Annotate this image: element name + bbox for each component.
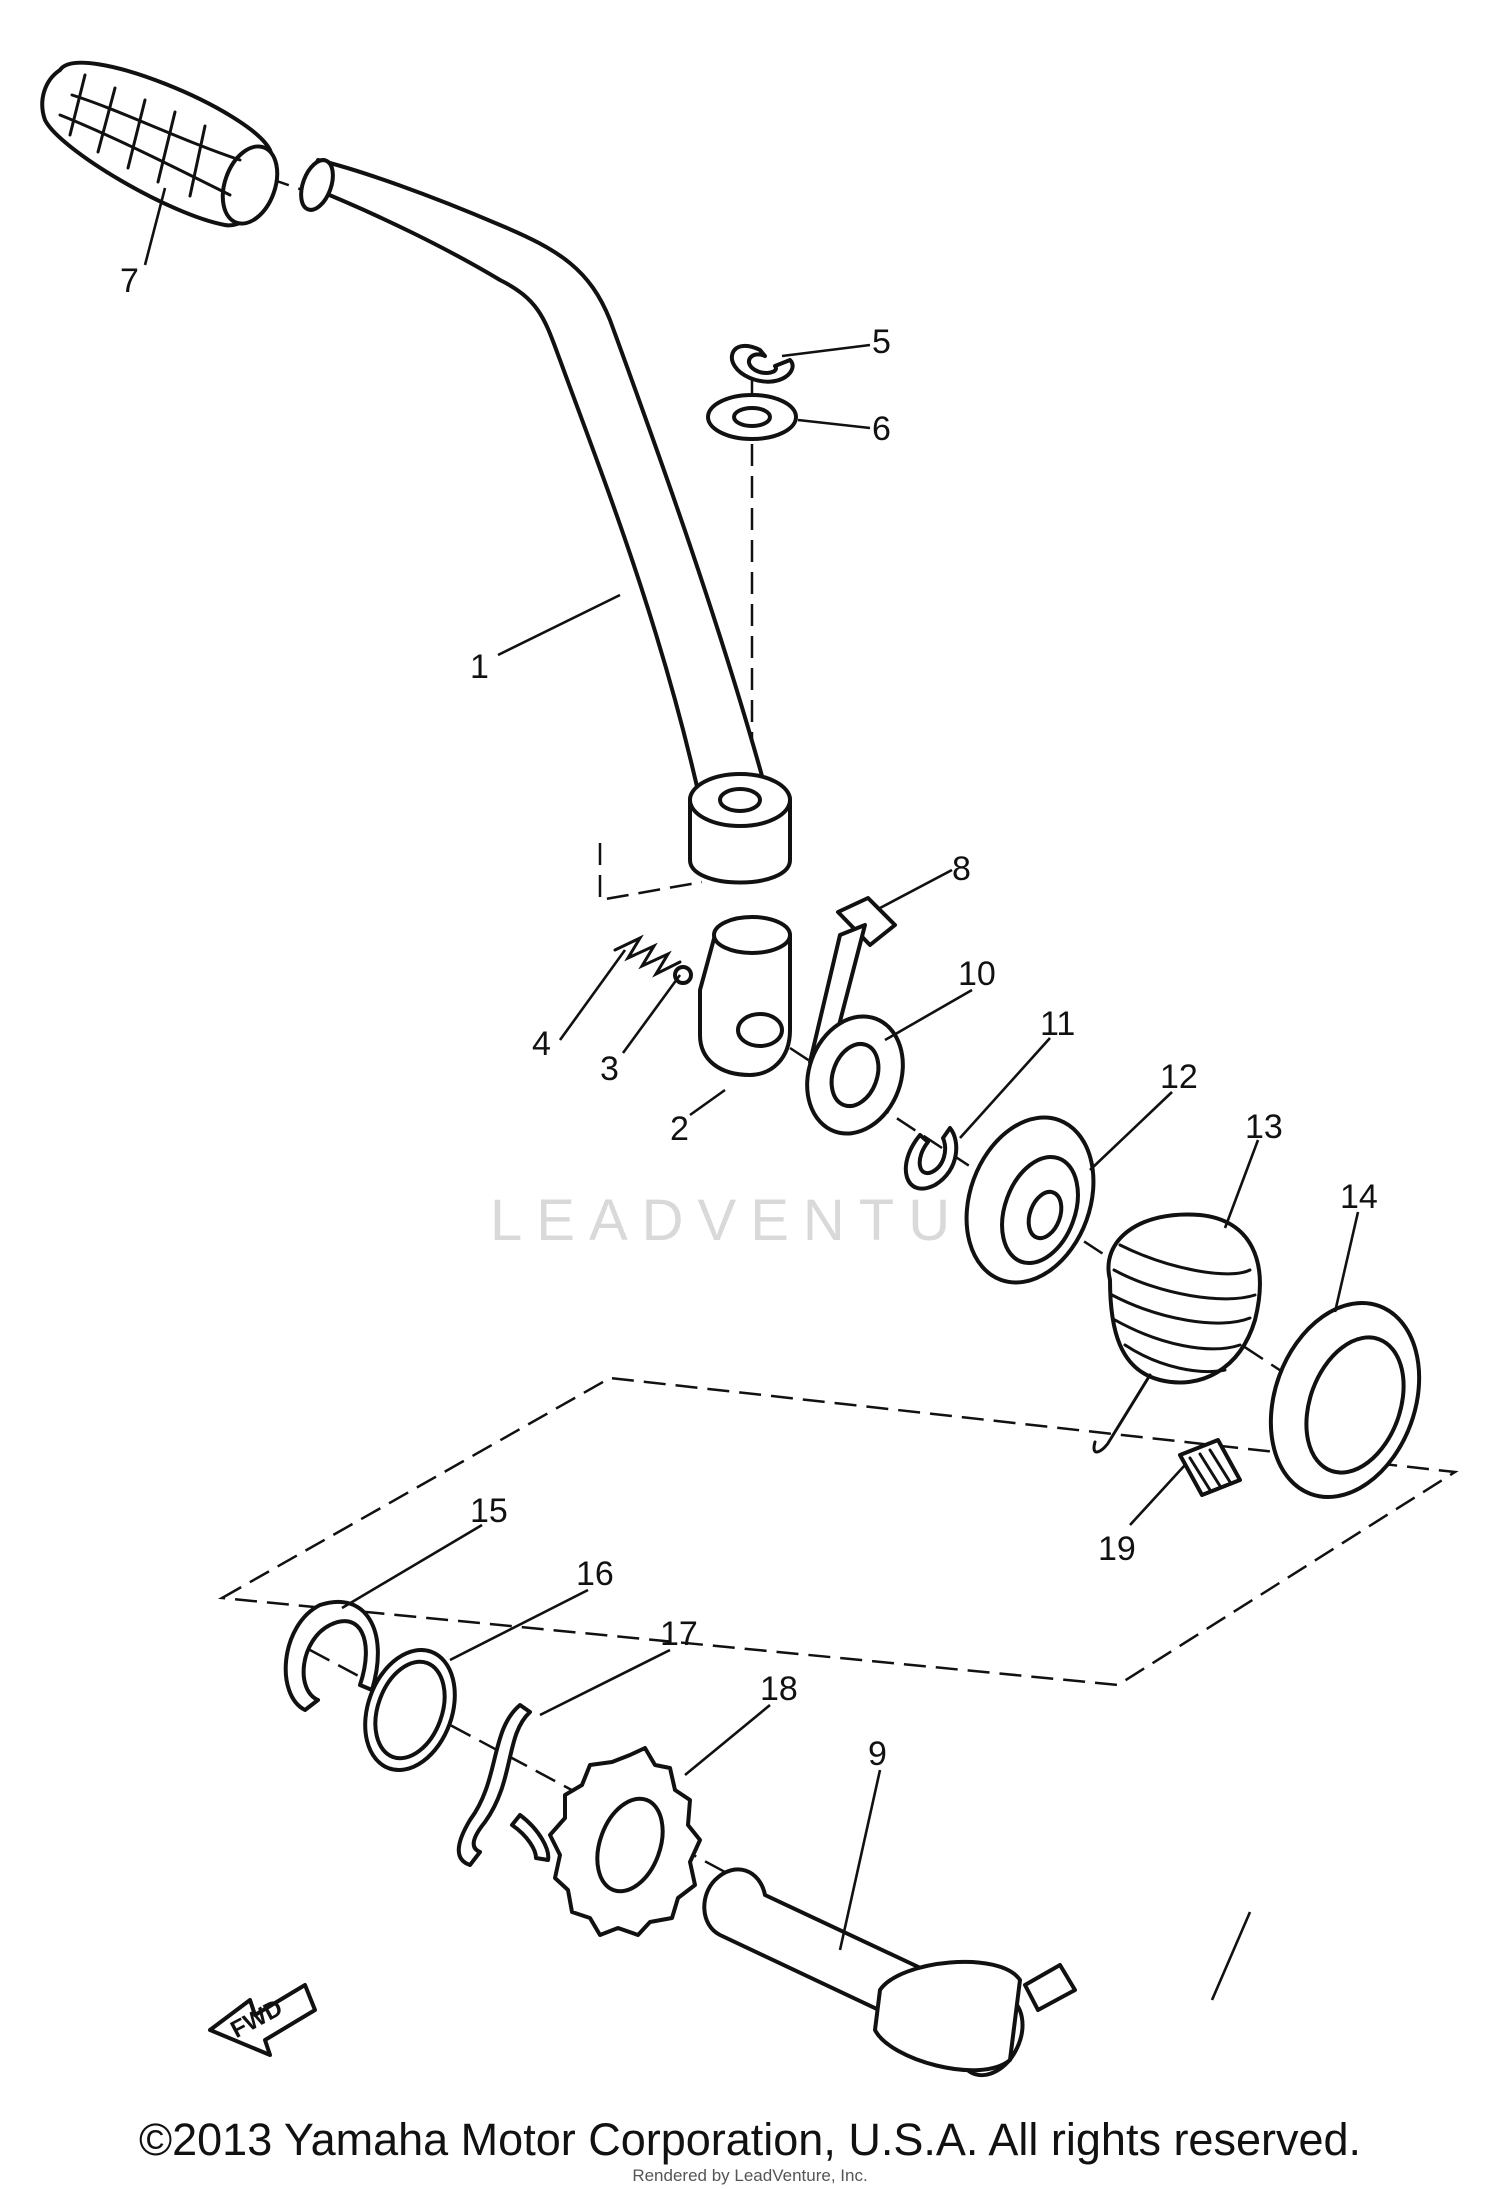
callout-16: 16 (576, 1555, 614, 1593)
washer-icon (706, 393, 798, 441)
callout-11: 11 (1040, 1005, 1075, 1043)
ball-icon (673, 965, 693, 985)
kick-crank-lever-icon (299, 158, 792, 885)
callout-10: 10 (958, 955, 996, 993)
callout-2: 2 (670, 1110, 689, 1148)
callout-15: 15 (470, 1492, 508, 1530)
callout-14: 14 (1340, 1178, 1378, 1216)
snap-ring-icon (903, 1126, 959, 1191)
callout-19: 19 (1098, 1530, 1136, 1568)
torsion-spring-icon (1092, 1212, 1262, 1454)
callout-1: 1 (470, 648, 489, 686)
callout-17: 17 (660, 1615, 698, 1653)
callout-6: 6 (872, 410, 891, 448)
copyright-notice: ©2013 Yamaha Motor Corporation, U.S.A. A… (138, 2114, 1362, 2165)
large-circlip-icon (283, 1599, 380, 1712)
kick-grip-icon (40, 60, 280, 228)
callout-4: 4 (532, 1025, 551, 1063)
callout-labels: 7 1 2 3 4 5 6 8 9 10 11 12 13 14 15 16 1… (120, 262, 1378, 1773)
sub-credit: Rendered by LeadVenture, Inc. (632, 2166, 868, 2185)
assembly-boundary-upper (598, 843, 703, 902)
clip-spring-icon (456, 1703, 551, 1867)
leader-lines (143, 187, 1360, 2008)
callout-18: 18 (760, 1670, 798, 1708)
callout-3: 3 (600, 1050, 619, 1088)
spring-cover-icon (1268, 1301, 1422, 1499)
fwd-arrow-icon: FWD (208, 1983, 317, 2057)
callout-8: 8 (952, 850, 971, 888)
plain-washer-icon (363, 1647, 457, 1773)
callout-9: 9 (868, 1735, 887, 1773)
circlip-icon (729, 343, 795, 384)
boss-spring-icon (613, 934, 682, 978)
callout-12: 12 (1160, 1058, 1198, 1096)
kick-boss-icon (698, 915, 792, 1077)
assembly-boundary-lower (217, 1376, 1459, 1687)
callout-5: 5 (872, 323, 891, 361)
kick-axle-icon (702, 1867, 1077, 2078)
callout-7: 7 (120, 262, 139, 300)
stopper-pin-icon (1178, 1438, 1242, 1497)
spring-guide-icon (964, 1115, 1096, 1285)
oil-seal-icon (805, 1014, 905, 1136)
bolt-icon (808, 896, 897, 1064)
kick-gear-icon (548, 1746, 702, 1937)
callout-13: 13 (1245, 1108, 1283, 1146)
watermark-text: LEADVENTURE (490, 1188, 1073, 1253)
